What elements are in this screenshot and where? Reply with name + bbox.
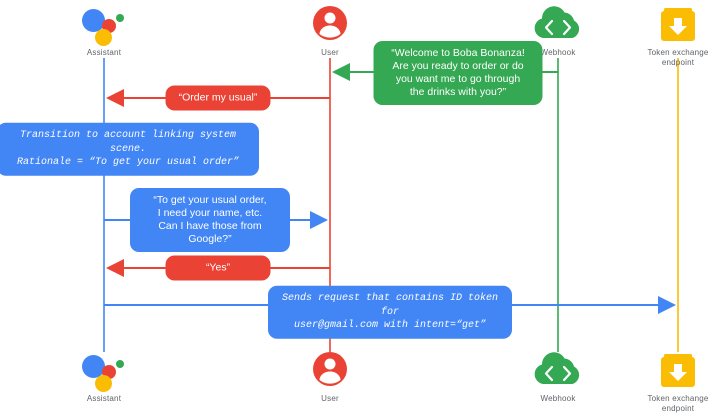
actor-endpoint-bottom[interactable]: Token exchange endpoint bbox=[618, 350, 725, 413]
message-welcome: “Welcome to Boba Bonanza! Are you ready … bbox=[373, 41, 543, 105]
cloud-code-icon bbox=[498, 4, 618, 46]
actor-endpoint-top[interactable]: Token exchange endpoint bbox=[618, 4, 725, 68]
actor-label-assistant: Assistant bbox=[86, 48, 122, 57]
download-box-icon bbox=[618, 4, 725, 46]
actor-user-bottom[interactable]: User bbox=[270, 350, 390, 404]
user-avatar-icon bbox=[270, 4, 390, 46]
actor-webhook-bottom[interactable]: Webhook bbox=[498, 350, 618, 404]
actor-label-webhook: Webhook bbox=[540, 48, 576, 57]
message-sends-request: Sends request that contains ID token for… bbox=[268, 285, 512, 339]
actor-label-user: User bbox=[321, 48, 339, 57]
actor-label-endpoint: Token exchange endpoint bbox=[647, 48, 709, 67]
message-transition-note: Transition to account linking system sce… bbox=[0, 122, 259, 176]
actor-label-endpoint: Token exchange endpoint bbox=[647, 394, 709, 413]
user-avatar-icon bbox=[270, 350, 390, 392]
actor-assistant-top[interactable]: Assistant bbox=[44, 4, 164, 58]
message-order-my-usual: “Order my usual” bbox=[165, 85, 271, 111]
download-box-icon bbox=[618, 350, 725, 392]
actor-user-top[interactable]: User bbox=[270, 4, 390, 58]
actor-webhook-top[interactable]: Webhook bbox=[498, 4, 618, 58]
cloud-code-icon bbox=[498, 350, 618, 392]
message-yes: “Yes” bbox=[165, 255, 271, 281]
message-need-your-name: “To get your usual order, I need your na… bbox=[130, 188, 290, 252]
actor-label-assistant: Assistant bbox=[86, 394, 122, 403]
actor-label-webhook: Webhook bbox=[540, 394, 576, 403]
google-assistant-icon bbox=[44, 350, 164, 392]
actor-assistant-bottom[interactable]: Assistant bbox=[44, 350, 164, 404]
actor-label-user: User bbox=[321, 394, 339, 403]
google-assistant-icon bbox=[44, 4, 164, 46]
